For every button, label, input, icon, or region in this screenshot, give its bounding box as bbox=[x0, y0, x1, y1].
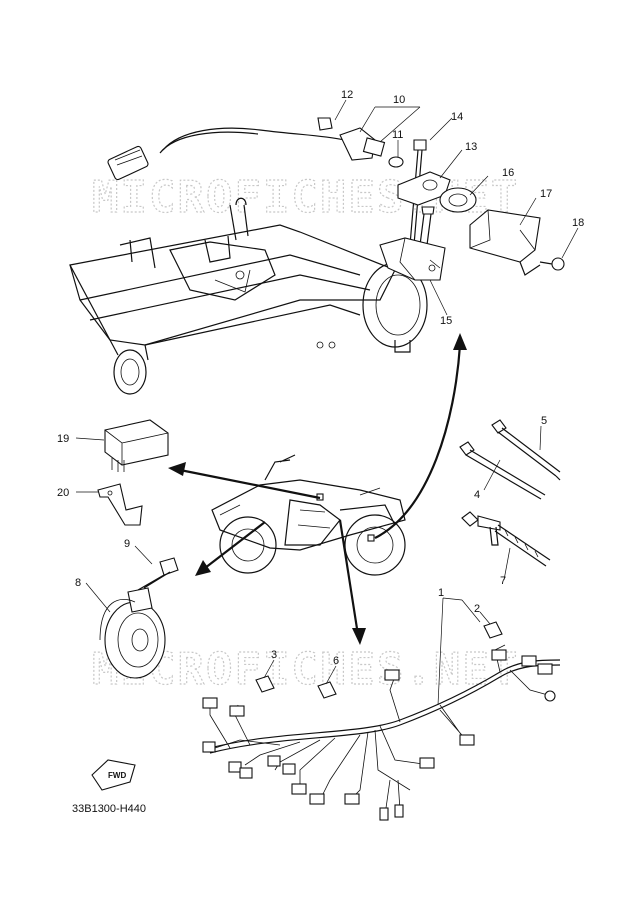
callout-16: 16 bbox=[502, 167, 514, 179]
cable-tie-5 bbox=[491, 419, 561, 481]
cable-tie-7 bbox=[461, 511, 551, 567]
speed-sensor-assembly bbox=[107, 117, 404, 181]
callout-20: 20 bbox=[57, 487, 69, 499]
callout-1: 1 bbox=[438, 587, 444, 599]
wire-harness-1 bbox=[202, 644, 561, 821]
callout-7: 7 bbox=[500, 575, 506, 587]
callout-4: 4 bbox=[474, 489, 480, 501]
fwd-label: FWD bbox=[108, 771, 126, 780]
relay-2 bbox=[483, 621, 503, 639]
screw-18 bbox=[551, 257, 565, 271]
bolt-9 bbox=[137, 557, 179, 591]
cover-17 bbox=[469, 209, 541, 263]
leader-lines bbox=[75, 99, 579, 706]
callout-5: 5 bbox=[541, 415, 547, 427]
cable-tie-4 bbox=[459, 441, 546, 500]
callout-18: 18 bbox=[572, 217, 584, 229]
bracket-15 bbox=[379, 237, 446, 281]
callout-17: 17 bbox=[540, 188, 552, 200]
fwd-arrow-icon: FWD bbox=[91, 759, 136, 791]
swingarm-frame bbox=[69, 197, 428, 395]
horn-8 bbox=[99, 587, 166, 679]
callout-labels: 12 10 11 14 13 16 17 18 15 5 4 7 19 20 9… bbox=[57, 89, 584, 667]
callout-12: 12 bbox=[341, 89, 353, 101]
callout-10: 10 bbox=[393, 94, 405, 106]
control-unit-19 bbox=[104, 419, 169, 472]
diagram-code: 33B1300-H440 bbox=[72, 803, 146, 815]
gasket-16 bbox=[439, 187, 477, 213]
callout-8: 8 bbox=[75, 577, 81, 589]
callout-9: 9 bbox=[124, 538, 130, 550]
location-arrows bbox=[168, 333, 467, 645]
callout-3: 3 bbox=[271, 649, 277, 661]
bracket-20 bbox=[97, 483, 143, 526]
callout-2: 2 bbox=[474, 603, 480, 615]
bolt-14 bbox=[409, 139, 435, 246]
callout-6: 6 bbox=[333, 655, 339, 667]
callout-19: 19 bbox=[57, 433, 69, 445]
callout-13: 13 bbox=[465, 141, 477, 153]
callout-11: 11 bbox=[392, 129, 403, 141]
atv-vehicle bbox=[211, 454, 406, 576]
callout-14: 14 bbox=[451, 111, 463, 123]
callout-15: 15 bbox=[440, 315, 452, 327]
